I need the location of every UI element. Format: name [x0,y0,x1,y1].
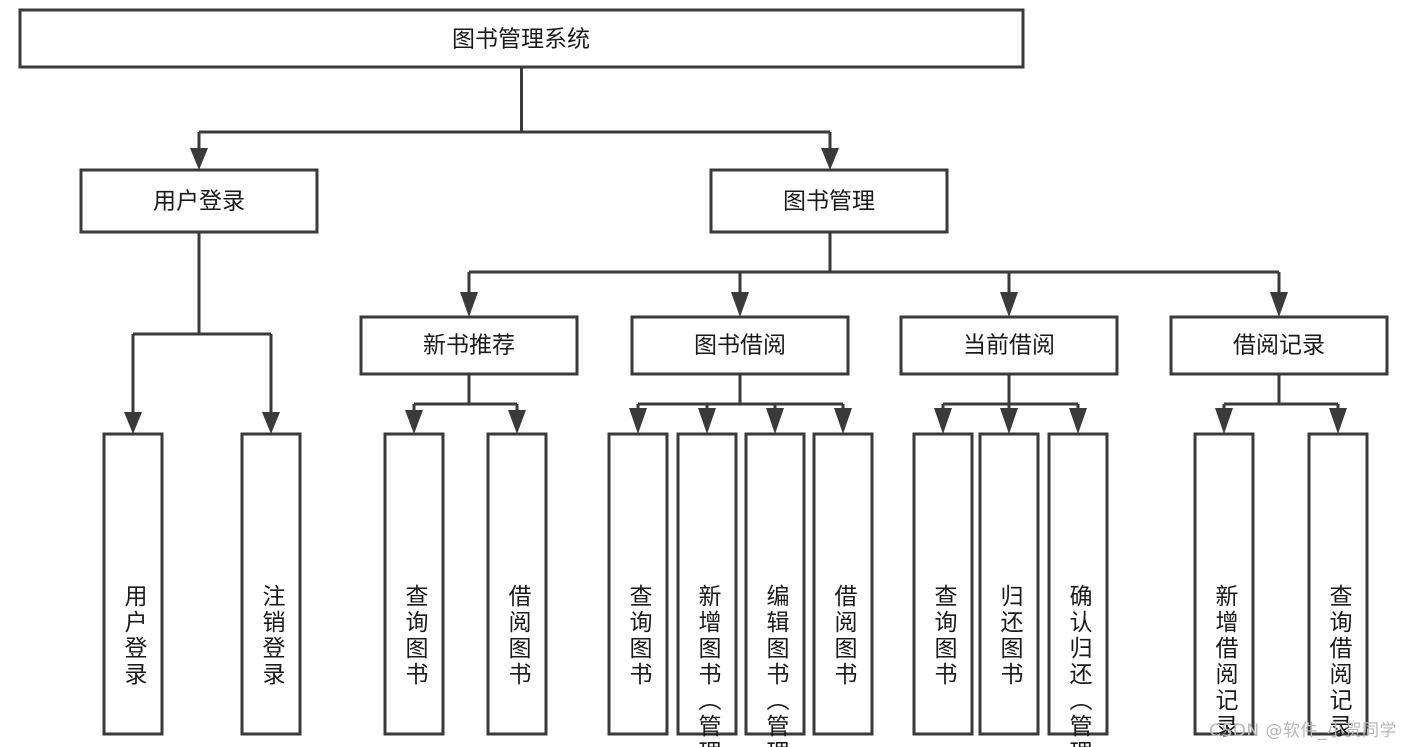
node-leaf-cur-query-box[interactable] [912,432,974,736]
node-root-label: 图书管理系统 [452,27,590,53]
node-leaf-borrow-take[interactable]: 借阅图书 [812,432,874,736]
arrow-head-leaf-query-book-rec [405,410,423,434]
arrow-head-current-borrow [1000,292,1018,317]
node-leaf-borrow-edit-label: 编辑图书（管理员） [762,584,790,747]
node-book-borrow-label: 图书借阅 [694,333,786,359]
node-leaf-borrow-edit-box[interactable] [744,432,806,736]
node-leaf-rec-borrow-box[interactable] [486,432,548,736]
connector-group-book-manage [460,232,1288,317]
node-current-borrow-label: 当前借阅 [963,333,1055,359]
node-leaf-rec-borrow-label: 借阅图书 [504,584,532,688]
node-new-book-rec-label: 新书推荐 [423,333,515,359]
connector-group-borrow-record [1215,374,1347,434]
node-leaf-rec-search[interactable]: 查询借阅记录 [1307,432,1369,740]
arrow-head-leaf-query-book-borrow [629,408,647,434]
node-leaf-rec-add[interactable]: 新增借阅记录 [1193,432,1255,740]
node-leaf-user-logout-label: 注销登录 [258,584,286,688]
node-leaf-rec-borrow[interactable]: 借阅图书 [486,432,548,736]
connector-group-root [190,67,839,170]
node-leaf-rec-query-label: 查询图书 [401,584,429,688]
node-leaf-borrow-add[interactable]: 新增图书（管理员） [676,432,738,747]
arrow-head-leaf-add-record [1215,408,1233,434]
node-root-box[interactable] [18,8,1025,69]
arrow-head-new-book-rec [460,292,478,317]
arrow-head-leaf-return-book [1000,408,1018,434]
node-leaf-rec-query-box[interactable] [383,432,445,736]
node-leaf-rec-add-box[interactable] [1193,432,1255,736]
arrow-head-book-manage [821,148,839,170]
node-leaf-borrow-query[interactable]: 查询图书 [607,432,669,736]
node-book-manage[interactable]: 图书管理 [709,168,949,234]
node-root[interactable]: 图书管理系统 [18,8,1025,69]
node-current-borrow-box[interactable] [899,315,1119,376]
connector-group-user-login [124,232,280,434]
arrow-head-leaf-user-login [124,412,142,434]
node-leaf-rec-add-label: 新增借阅记录 [1211,584,1239,740]
node-user-login-box[interactable] [79,168,319,234]
connector-group-current-borrow [934,374,1087,434]
node-current-borrow[interactable]: 当前借阅 [899,315,1119,376]
node-new-book-rec-box[interactable] [359,315,579,376]
node-book-borrow[interactable]: 图书借阅 [630,315,850,376]
node-leaf-cur-confirm[interactable]: 确认归还（管理员） [1047,432,1109,747]
node-borrow-record[interactable]: 借阅记录 [1169,315,1389,376]
arrow-head-book-borrow [731,292,749,317]
node-leaf-rec-search-label: 查询借阅记录 [1325,584,1353,740]
node-leaf-cur-query[interactable]: 查询图书 [912,432,974,736]
arrow-head-leaf-add-book [698,408,716,434]
node-leaf-cur-confirm-label: 确认归还（管理员） [1065,584,1093,747]
node-leaf-rec-query[interactable]: 查询图书 [383,432,445,736]
node-leaf-cur-confirm-box[interactable] [1047,432,1109,736]
node-leaf-borrow-edit[interactable]: 编辑图书（管理员） [744,432,806,747]
node-leaf-borrow-add-label: 新增图书（管理员） [694,584,722,747]
connector-group-new-book-rec [405,374,526,434]
arrow-head-leaf-take-book [834,408,852,434]
node-user-login[interactable]: 用户登录 [79,168,319,234]
node-leaf-borrow-take-box[interactable] [812,432,874,736]
node-leaf-user-login[interactable]: 用户登录 [102,432,164,736]
node-leaf-borrow-add-box[interactable] [676,432,738,736]
node-book-manage-label: 图书管理 [783,189,875,215]
node-book-borrow-box[interactable] [630,315,850,376]
arrow-head-user-login [190,148,208,170]
node-leaf-rec-search-box[interactable] [1307,432,1369,736]
node-leaf-user-login-box[interactable] [102,432,164,736]
node-leaf-borrow-take-label: 借阅图书 [830,584,858,688]
node-book-manage-box[interactable] [709,168,949,234]
node-leaf-user-logout-box[interactable] [240,432,302,736]
node-borrow-record-label: 借阅记录 [1233,333,1325,359]
node-new-book-rec[interactable]: 新书推荐 [359,315,579,376]
node-leaf-borrow-query-box[interactable] [607,432,669,736]
node-leaf-user-logout[interactable]: 注销登录 [240,432,302,736]
arrow-head-leaf-query-book-cur [934,408,952,434]
node-leaf-cur-return-box[interactable] [978,432,1040,736]
node-leaf-cur-return-label: 归还图书 [996,584,1024,688]
node-leaf-borrow-query-label: 查询图书 [625,584,653,688]
arrow-head-leaf-user-logout [262,412,280,434]
node-leaf-cur-return[interactable]: 归还图书 [978,432,1040,736]
node-user-login-label: 用户登录 [153,189,245,215]
arrow-head-leaf-edit-book [766,408,784,434]
node-borrow-record-box[interactable] [1169,315,1389,376]
node-leaf-user-login-label: 用户登录 [120,584,148,688]
arrow-head-borrow-record [1270,292,1288,317]
connector-group-book-borrow [629,374,852,434]
arrow-head-leaf-search-record [1329,408,1347,434]
arrow-head-leaf-borrow-book-rec [508,410,526,434]
node-leaf-cur-query-label: 查询图书 [930,584,958,688]
arrow-head-leaf-confirm-return [1069,408,1087,434]
